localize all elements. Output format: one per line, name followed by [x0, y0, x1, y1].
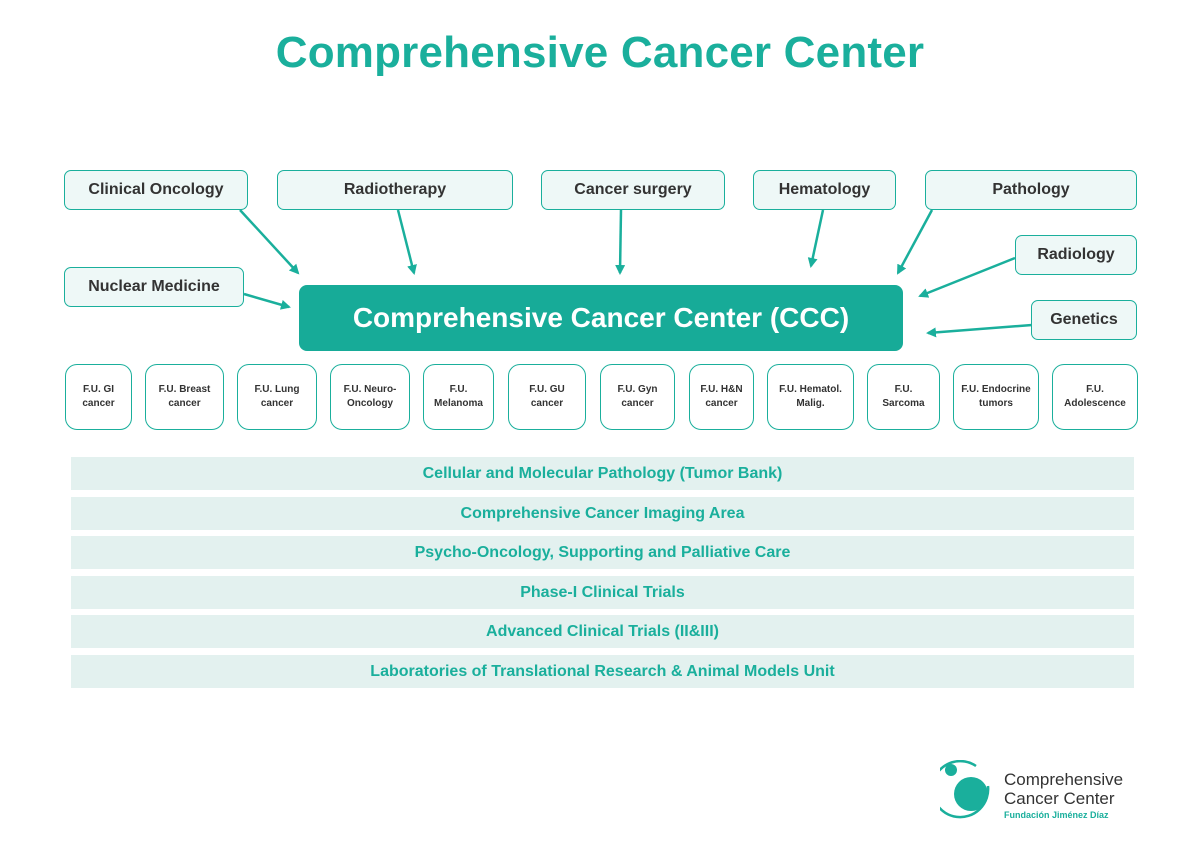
support-area-advanced-trials: Advanced Clinical Trials (II&III)	[71, 615, 1134, 648]
arrow-genetics	[926, 323, 1033, 338]
arrow-nuclear-medicine	[243, 292, 291, 310]
dept-radiology: Radiology	[1015, 235, 1137, 275]
support-area-translational-labs: Laboratories of Translational Research &…	[71, 655, 1134, 688]
arrow-radiotherapy	[396, 209, 417, 275]
dept-pathology: Pathology	[925, 170, 1137, 210]
dept-nuclear-medicine: Nuclear Medicine	[64, 267, 244, 307]
fu-box-neuro-oncology: F.U. Neuro-Oncology	[330, 364, 410, 430]
logo-text-line3: Fundación Jiménez Díaz	[1004, 810, 1109, 820]
support-area-tumor-bank: Cellular and Molecular Pathology (Tumor …	[71, 457, 1134, 490]
support-area-psycho-oncology: Psycho-Oncology, Supporting and Palliati…	[71, 536, 1134, 569]
ccc-center-box: Comprehensive Cancer Center (CCC)	[299, 285, 903, 351]
support-area-imaging: Comprehensive Cancer Imaging Area	[71, 497, 1134, 530]
fu-box-sarcoma: F.U.Sarcoma	[867, 364, 940, 430]
fu-box-adolescence: F.U.Adolescence	[1052, 364, 1138, 430]
dept-genetics: Genetics	[1031, 300, 1137, 340]
arrow-clinical-oncology	[239, 209, 300, 275]
arrow-pathology	[896, 209, 934, 275]
ccc-logo-icon	[940, 760, 990, 819]
logo-text-line1: Comprehensive	[1004, 770, 1124, 789]
fu-box-hematol-malig: F.U. Hematol.Malig.	[767, 364, 854, 430]
page-title: Comprehensive Cancer Center	[275, 28, 925, 77]
dept-hematology: Hematology	[753, 170, 896, 210]
arrow-radiology	[918, 256, 1016, 298]
logo-text-line2: Cancer Center	[1004, 789, 1115, 808]
arrow-cancer-surgery	[615, 209, 626, 275]
dept-radiotherapy: Radiotherapy	[277, 170, 513, 210]
support-area-phase-i-trials: Phase-I Clinical Trials	[71, 576, 1134, 609]
dept-clinical-oncology: Clinical Oncology	[64, 170, 248, 210]
dept-cancer-surgery: Cancer surgery	[541, 170, 725, 210]
arrow-hematology	[807, 209, 825, 268]
fu-box-melanoma: F.U.Melanoma	[423, 364, 494, 430]
